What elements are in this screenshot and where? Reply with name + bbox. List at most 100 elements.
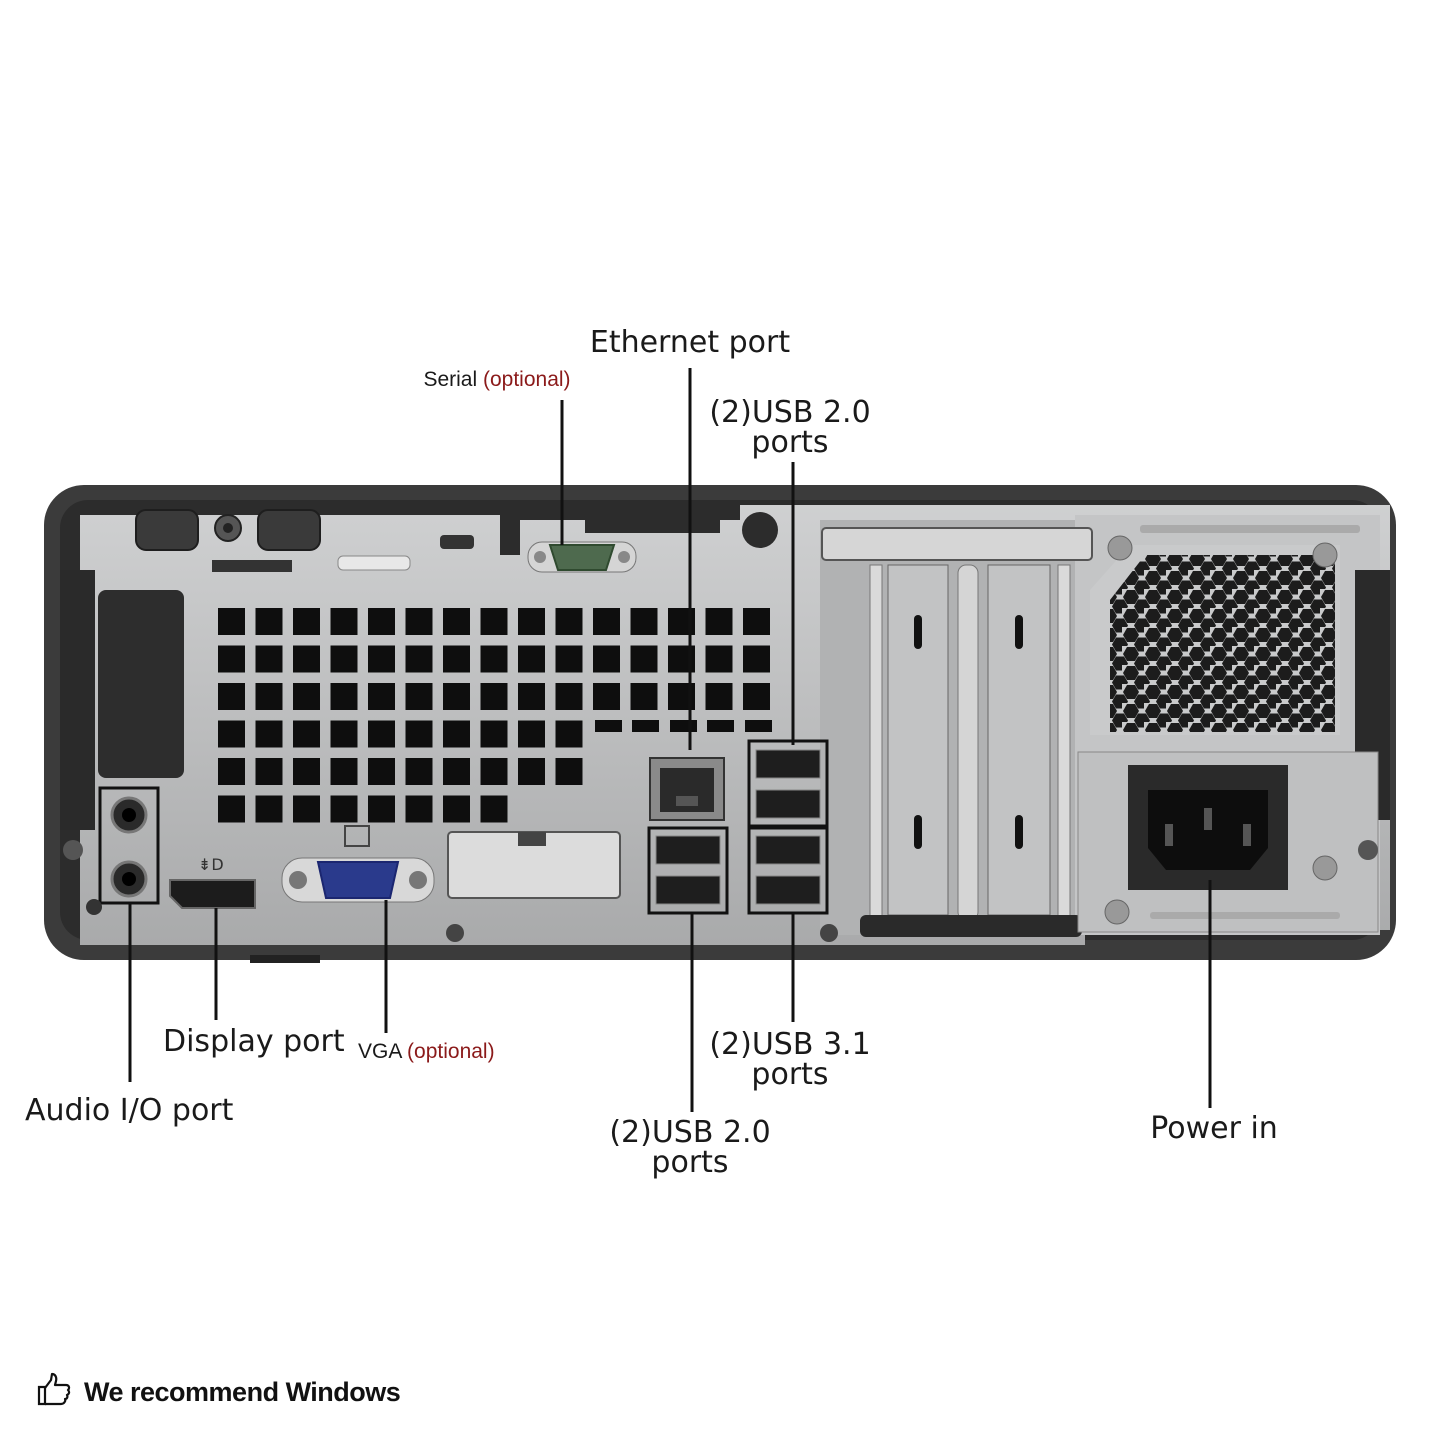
vent-hole [518, 645, 545, 673]
vent-hole [630, 645, 658, 673]
vent-hole [293, 683, 320, 710]
vent-hole [632, 720, 659, 732]
vent-hole [255, 608, 283, 635]
vent-hole [555, 720, 583, 748]
top-left-controls [135, 509, 778, 572]
vent-hole [480, 720, 508, 748]
vent-hole [745, 720, 772, 732]
vent-hole [330, 608, 358, 635]
psu-fan-grille [1090, 525, 1360, 735]
vent-hole [405, 795, 433, 823]
footer-text: We recommend Windows [84, 1376, 401, 1407]
vent-hole [480, 758, 508, 785]
serial-optional-tag: (optional) [482, 368, 571, 391]
vent-hole [293, 645, 320, 673]
vent-hole [330, 683, 358, 710]
vent-hole [330, 795, 358, 823]
vent-hole [593, 608, 620, 635]
vent-hole [218, 645, 245, 673]
vent-hole [705, 683, 733, 710]
thumbs-up-icon [36, 1372, 72, 1412]
vent-hole [218, 608, 245, 635]
vent-hole [218, 758, 245, 785]
vent-hole [518, 608, 545, 635]
vent-hole [405, 608, 433, 635]
vent-hole [293, 720, 320, 748]
usb20-top-label: (2)USB 2.0 ports [709, 398, 870, 458]
usb31-line2: ports [751, 1057, 829, 1092]
vent-hole [443, 758, 470, 785]
vent-hole [518, 720, 545, 748]
vent-hole [405, 720, 433, 748]
vent-hole [255, 683, 283, 710]
vent-hole [368, 645, 395, 673]
audio-io-port-label: Audio I/O port [25, 1093, 234, 1128]
serial-port-label: Serial (optional) [423, 368, 570, 392]
display-port: ⇟D [169, 855, 256, 909]
vent-hole [555, 683, 583, 710]
vent-hole [255, 795, 283, 823]
vent-hole [443, 795, 470, 823]
vent-hole [255, 720, 283, 748]
vent-hole [555, 608, 583, 635]
vent-hole [705, 608, 733, 635]
vent-hole [443, 645, 470, 673]
screws [63, 840, 1378, 942]
power-in-label: Power in [1150, 1111, 1278, 1146]
blank-plate [447, 831, 621, 899]
vent-hole [330, 645, 358, 673]
vent-hole [405, 683, 433, 710]
vent-hole [405, 645, 433, 673]
vent-hole [330, 758, 358, 785]
usb20-bottom-line1: (2)USB 2.0 [609, 1115, 771, 1150]
vent-hole [368, 608, 395, 635]
vent-hole [218, 683, 245, 710]
serial-port [527, 541, 637, 573]
vent-hole [368, 758, 395, 785]
usb20-top-line1: (2)USB 2.0 [709, 395, 871, 430]
vent-hole [443, 683, 470, 710]
vent-hole [555, 758, 583, 785]
vga-label-text: VGA [358, 1040, 402, 1063]
vent-hole [293, 608, 320, 635]
vent-hole [255, 645, 283, 673]
usb20-top-line2: ports [751, 425, 829, 460]
vent-hole [593, 645, 620, 673]
vent-hole [518, 683, 545, 710]
vent-hole [368, 795, 395, 823]
vent-hole [705, 645, 733, 673]
ethernet-port [649, 757, 725, 821]
ethernet-port-label: Ethernet port [589, 325, 791, 360]
footer-recommend: We recommend Windows [36, 1370, 401, 1414]
vent-grid [218, 608, 772, 823]
usb20-bottom-line2: ports [651, 1145, 729, 1180]
vent-hole [293, 758, 320, 785]
vent-hole [480, 795, 508, 823]
vga-port [281, 825, 435, 903]
vent-hole [707, 720, 734, 732]
vent-hole [293, 795, 320, 823]
power-inlet [1077, 751, 1379, 933]
vent-hole [405, 758, 433, 785]
vent-hole [218, 720, 245, 748]
vga-port-label: VGA (optional) [358, 1040, 495, 1064]
vent-hole [368, 683, 395, 710]
vent-hole [630, 608, 658, 635]
callout-lines [128, 368, 1212, 1112]
vent-hole [443, 608, 470, 635]
vent-hole [743, 608, 770, 635]
vent-hole [255, 758, 283, 785]
vent-hole [743, 645, 770, 673]
usb31-line1: (2)USB 3.1 [709, 1027, 871, 1062]
expansion-slots [821, 527, 1093, 937]
vent-hole [743, 683, 770, 710]
vent-hole [595, 720, 622, 732]
side-latch [98, 590, 184, 778]
vent-hole [443, 720, 470, 748]
vent-hole [670, 720, 697, 732]
usb31-label: (2)USB 3.1 ports [709, 1030, 870, 1090]
vent-hole [368, 720, 395, 748]
vent-hole [555, 645, 583, 673]
vent-hole [218, 795, 245, 823]
